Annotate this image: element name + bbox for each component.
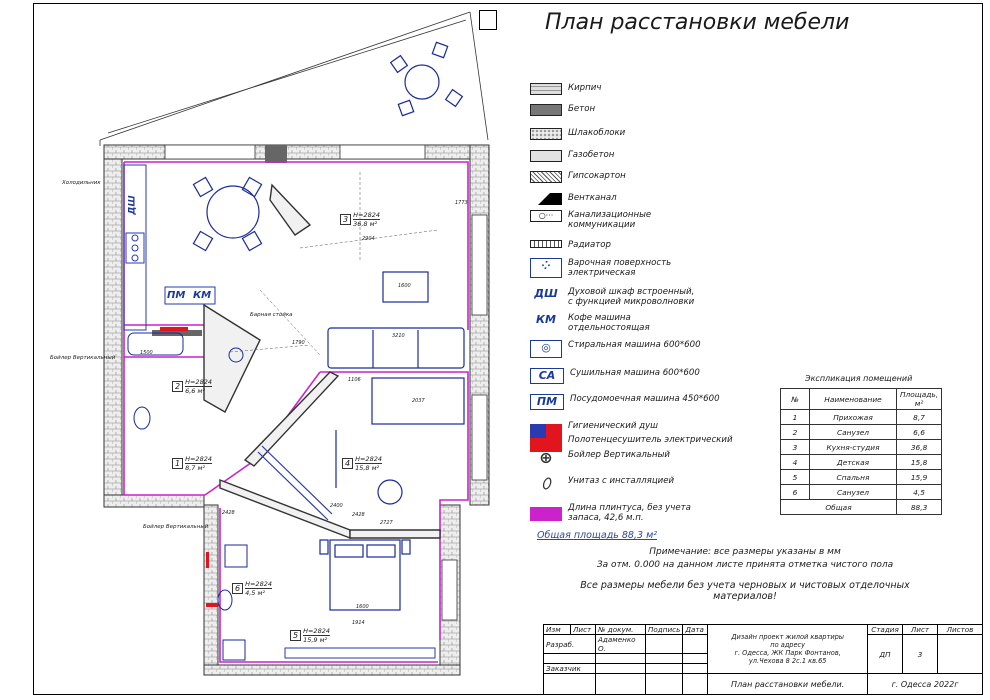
towel-warmers: [160, 327, 218, 607]
legend-sewer: ○··· Канализационные коммуникации: [530, 210, 651, 230]
sofa: [327, 271, 465, 369]
legend-plinth: Длина плинтуса, без учета запаса, 42,6 м…: [530, 503, 691, 523]
radiator-diagonal: [257, 445, 333, 521]
coffee-symbol: КМ: [536, 313, 556, 326]
dim-1914: 1914: [352, 620, 365, 626]
dim-1106: 1106: [348, 377, 361, 383]
radiator-bottom: [284, 647, 436, 659]
note-units: Примечание: все размеры указаны в мм: [649, 547, 841, 557]
title-block: Изм Лист № докум. Подпись Дата Дизайн пр…: [543, 624, 983, 695]
dryer-symbol: СА: [530, 368, 564, 384]
boiler-icon: ⊕: [539, 448, 553, 467]
legend-brick: Кирпич: [530, 83, 601, 95]
legend-toilet: ⬯ Унитаз с инсталляцией: [530, 476, 675, 492]
toilet-icon: ⬯: [541, 476, 551, 492]
dim-2428-a: 2428: [222, 510, 235, 516]
bedroom-bed: [319, 539, 411, 611]
shower-icon: [530, 424, 562, 438]
legend-hob: ⁘ Варочная поверхность электрическая: [530, 258, 671, 278]
dishwasher-symbol: ПМ: [530, 394, 564, 410]
table-header-row: № Наименование Площадь, м²: [780, 388, 943, 410]
dim-1500: 1500: [140, 350, 153, 356]
dimension-lines: [229, 172, 439, 356]
page-number-box: [479, 10, 497, 30]
oven-label: ДШ: [127, 195, 138, 215]
legend-washer: ◎ Стиральная машина 600*600: [530, 340, 701, 358]
explication-title: Экспликация помещений: [805, 374, 913, 383]
coffee-label: КМ: [193, 290, 212, 301]
legend-dishwasher: ПМ Посудомоечная машина 450*600: [530, 394, 720, 410]
nursery-furniture: [335, 377, 465, 505]
legend-aerated: Газобетон: [530, 150, 614, 162]
kitchen-cabinets: [123, 164, 216, 331]
interior-walls: [203, 183, 441, 540]
total-area: Общая площадь 88,3 м²: [537, 530, 658, 541]
dim-3210: 3210: [392, 333, 405, 339]
legend-vent: Вентканал: [530, 193, 617, 205]
bar-label: Барная стойка: [250, 312, 293, 318]
legend-oven: ДШ Духовой шкаф встроенный, с функцией м…: [530, 287, 694, 307]
project-description: Дизайн проект жилой квартиры по адресу г…: [707, 624, 868, 674]
dim-2727: 2727: [380, 520, 393, 526]
sheet-title: План расстановки мебели.: [707, 673, 868, 695]
kitchen-table: [192, 176, 263, 252]
dim-2037: 2037: [412, 398, 425, 404]
legend-concrete: Бетон: [530, 104, 595, 116]
balcony-lines: [99, 11, 489, 146]
dim-2904: 2904: [362, 236, 375, 242]
legend-dryer: СА Сушильная машина 600*600: [530, 368, 700, 384]
legend-slag: Шлакоблоки: [530, 128, 625, 140]
dim-1773: 1773: [455, 200, 468, 206]
boiler-label-1: Бойлер Вертикальный: [50, 355, 116, 361]
plinth-line-icon: [530, 507, 562, 521]
windows: [164, 144, 488, 621]
legend-coffee: КМ Кофе машина отдельностоящая: [530, 313, 650, 333]
dim-2428-b: 2428: [352, 512, 365, 518]
dim-2400: 2400: [330, 503, 343, 509]
legend-drywall: Гипсокартон: [530, 171, 626, 183]
page-title: План расстановки мебели: [545, 10, 850, 35]
dim-1790: 1790: [292, 340, 305, 346]
note-level: За отм. 0.000 на данном листе принята от…: [596, 560, 894, 570]
city-year: г. Одесса 2022г: [867, 673, 983, 695]
fridge-label: Холодильник: [62, 180, 101, 186]
hob-icon: ⁘: [530, 258, 562, 278]
balcony-table: [389, 41, 464, 117]
bathroom-fixtures: [127, 332, 248, 661]
dim-1600: 1600: [398, 283, 411, 289]
legend-shower: Гигиенический душ: [530, 421, 658, 438]
note-furniture: Все размеры мебели без учета черновых и …: [580, 580, 910, 602]
dishwasher-label: ПМ: [167, 290, 186, 301]
dim-1600-bed: 1600: [356, 604, 369, 610]
towel-icon: [530, 438, 562, 452]
sheet-frame: [33, 3, 983, 695]
legend-towel: Полотенцесушитель электрический: [530, 435, 733, 452]
washer-icon: ◎: [530, 340, 562, 358]
boiler-label-2: Бойлер Вертикальный: [143, 524, 209, 530]
legend-boiler: ⊕ Бойлер Вертикальный: [530, 450, 670, 466]
oven-symbol: ДШ: [534, 287, 558, 300]
legend-radiator: Радиатор: [530, 240, 611, 250]
